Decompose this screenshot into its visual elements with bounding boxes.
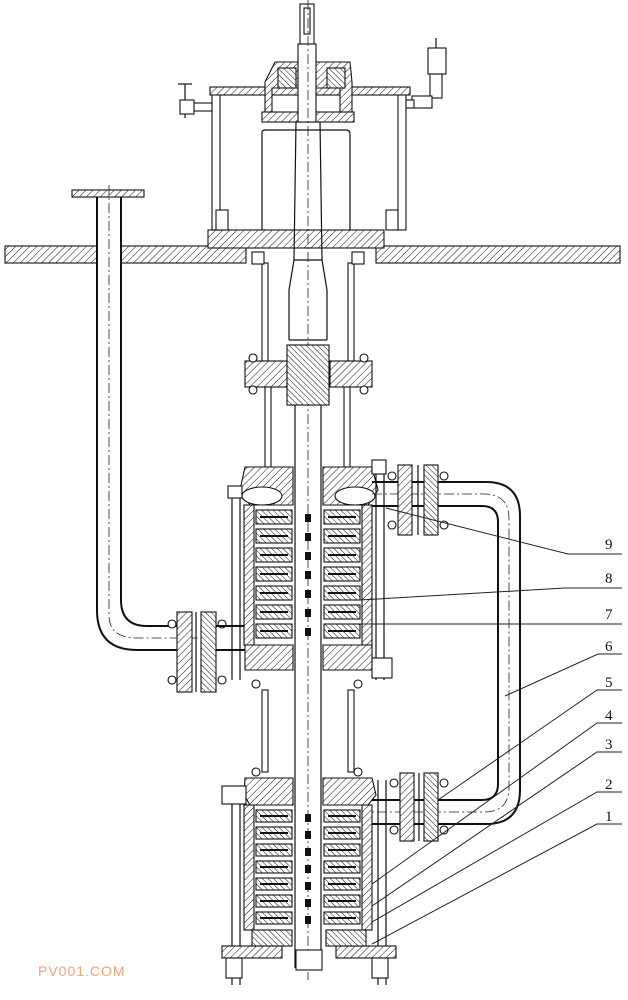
shaft-key [305,533,311,541]
part-label-6: 6 [605,639,613,655]
upper-stage-casing [227,459,393,689]
shaft-key [305,865,311,873]
watermark: PV001.COM [38,963,126,979]
part-label-7: 7 [605,607,613,623]
part-label-8: 8 [605,571,613,587]
return-pipe [372,481,521,825]
shaft-key [305,609,311,617]
shaft-key [305,571,311,579]
shaft-key [305,514,311,522]
coupling [244,344,373,406]
shaft-key [305,916,311,924]
shaft-key [305,814,311,822]
upper-impeller-stack [255,509,361,639]
lower-right-flange [389,772,449,842]
left-pipe-flange [167,611,250,693]
shaft-key [305,899,311,907]
lower-stage-casing [221,767,397,985]
shaft-key [305,882,311,890]
shaft-key [305,848,311,856]
part-label-1: 1 [605,809,613,825]
right-actuator [405,38,447,109]
part-label-9: 9 [605,537,613,553]
floor-slab [4,245,621,264]
part-labels: 9 8 7 6 5 4 3 2 1 [605,537,613,825]
left-valve-handle [178,83,213,118]
part-label-2: 2 [605,777,613,793]
column-pipe-lower [261,689,355,773]
upper-right-flange [387,464,449,536]
shaft-key [305,552,311,560]
part-label-3: 3 [605,737,613,753]
shaft-key [305,831,311,839]
shaft-key [305,628,311,636]
leader-lines [359,507,622,945]
part-label-5: 5 [605,675,613,691]
vent-pipe [71,185,200,651]
lower-impeller-stack [255,809,361,925]
part-label-4: 4 [605,708,613,724]
shaft-key [305,590,311,598]
